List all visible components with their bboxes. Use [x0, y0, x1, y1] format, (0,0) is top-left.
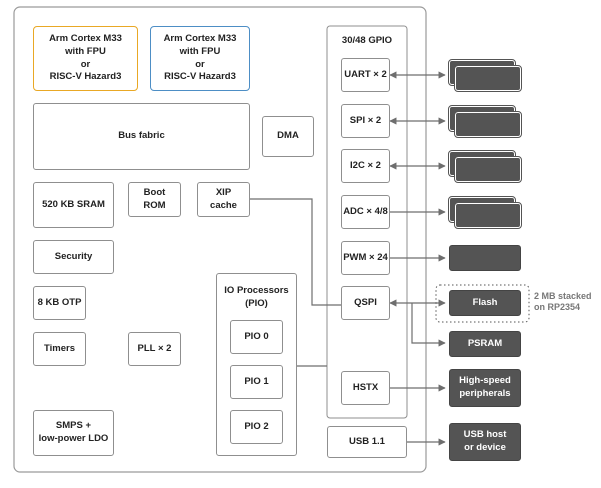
gpio-container: [326, 25, 408, 419]
stacked-note-line1: 2 MB stacked: [534, 291, 592, 301]
cpu-core-1-line4: RISC-V Hazard3: [164, 71, 236, 83]
cpu-core-1-line1: Arm Cortex M33: [163, 33, 237, 44]
usb-host-device: USB host or device: [449, 423, 521, 461]
uart-label: UART × 2: [344, 68, 387, 80]
psram-label: PSRAM: [467, 337, 503, 349]
gpio-title: 30/48 GPIO: [341, 35, 393, 46]
security-label: Security: [54, 250, 93, 262]
pio-2-block: PIO 2: [230, 410, 283, 444]
pio-1-label: PIO 1: [244, 375, 269, 387]
i2c-label: I2C × 2: [350, 159, 381, 171]
pio-2-label: PIO 2: [244, 420, 269, 432]
pll-label: PLL × 2: [137, 342, 172, 354]
sram-block: 520 KB SRAM: [33, 182, 114, 228]
pll-block: PLL × 2: [128, 332, 181, 366]
cpu-core-0-line2: with FPU: [65, 45, 106, 57]
pwm-device: [449, 245, 521, 271]
hstx-block: HSTX: [341, 371, 390, 405]
xip-to-qspi-line: [250, 198, 341, 306]
stacked-flash-note: 2 MB stacked on RP2354: [534, 291, 592, 314]
cpu-core-1-line3: or: [195, 58, 205, 70]
flash-label: Flash: [472, 296, 498, 308]
hstx-label: HSTX: [352, 381, 379, 393]
hs-periph-line1: High-speed: [459, 375, 511, 387]
hs-periph-line2: peripherals: [459, 388, 511, 399]
bus-fabric: Bus fabric: [33, 103, 250, 170]
adc-device-front: [454, 202, 522, 229]
flash-device: Flash: [449, 290, 521, 316]
chip-outline: [13, 6, 427, 473]
spi-device-front: [454, 111, 522, 138]
io-processors-line2: (PIO): [245, 297, 268, 309]
smps-ldo-block: SMPS + low-power LDO: [33, 410, 114, 456]
xip-cache-block: XIP cache: [197, 182, 250, 217]
xip-cache-line2: cache: [210, 199, 237, 211]
pwm-block: PWM × 24: [341, 241, 390, 275]
stacked-note-line2: on RP2354: [534, 302, 581, 313]
security-block: Security: [33, 240, 114, 274]
usb-host-line2: or device: [464, 442, 506, 453]
pio-1-block: PIO 1: [230, 365, 283, 399]
pio-0-block: PIO 0: [230, 320, 283, 354]
cpu-core-0-line1: Arm Cortex M33: [49, 33, 122, 44]
sram-label: 520 KB SRAM: [42, 198, 105, 210]
otp-block: 8 KB OTP: [33, 286, 86, 320]
pio-0-label: PIO 0: [244, 330, 269, 342]
qspi-psram-arrow: [411, 303, 446, 347]
adc-block: ADC × 4/8: [341, 195, 390, 229]
bus-fabric-label: Bus fabric: [118, 130, 165, 142]
boot-rom-block: Boot ROM: [128, 182, 181, 217]
stacked-flash-boundary: [435, 284, 530, 323]
io-processors-line1: IO Processors: [224, 285, 289, 296]
dma-label: DMA: [277, 130, 299, 142]
otp-label: 8 KB OTP: [37, 296, 82, 308]
cpu-core-0: Arm Cortex M33 with FPU or RISC-V Hazard…: [33, 26, 138, 91]
uart-block: UART × 2: [341, 58, 390, 92]
cpu-core-0-line3: or: [80, 58, 91, 70]
boot-rom-line1: Boot: [143, 186, 166, 198]
cpu-core-1: Arm Cortex M33 with FPU or RISC-V Hazard…: [150, 26, 250, 91]
usb-host-line1: USB host: [463, 429, 507, 441]
boot-rom-line2: ROM: [143, 199, 166, 211]
timers-block: Timers: [33, 332, 86, 366]
xip-cache-line1: XIP: [215, 186, 232, 198]
psram-device: PSRAM: [449, 331, 521, 357]
qspi-label: QSPI: [354, 296, 377, 308]
cpu-core-1-line2: with FPU: [179, 45, 221, 57]
usb-block: USB 1.1: [327, 426, 407, 458]
adc-label: ADC × 4/8: [343, 205, 388, 217]
i2c-block: I2C × 2: [341, 149, 390, 183]
smps-line1: SMPS +: [55, 420, 92, 432]
cpu-core-0-line4: RISC-V Hazard3: [49, 71, 122, 83]
spi-block: SPI × 2: [341, 104, 390, 138]
qspi-block: QSPI: [341, 286, 390, 320]
usb-label: USB 1.1: [349, 435, 385, 447]
timers-label: Timers: [44, 342, 75, 354]
i2c-device-front: [454, 156, 522, 183]
spi-label: SPI × 2: [349, 114, 382, 126]
dma-block: DMA: [262, 116, 314, 157]
uart-device-front: [454, 65, 522, 92]
smps-line2: low-power LDO: [38, 433, 109, 444]
high-speed-peripherals-device: High-speed peripherals: [449, 369, 521, 407]
pwm-label: PWM × 24: [343, 251, 388, 263]
